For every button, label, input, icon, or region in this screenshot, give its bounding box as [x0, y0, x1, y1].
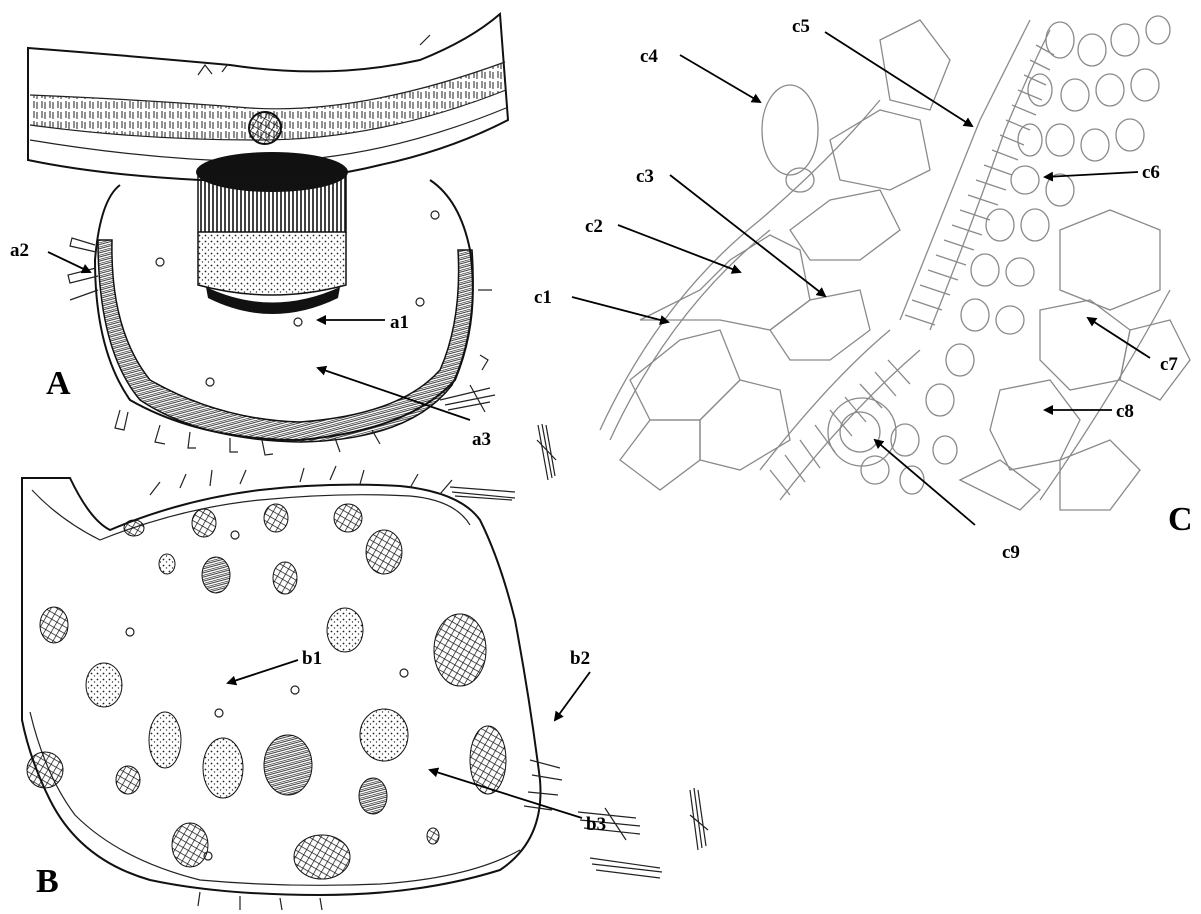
label-a2: a2	[10, 240, 29, 261]
inner-parenchyma	[960, 210, 1190, 510]
label-c9: c9	[1002, 542, 1020, 563]
palisade-cells	[760, 20, 1054, 500]
label-a1: a1	[390, 312, 409, 333]
oil-cell	[416, 298, 424, 306]
oil-cell	[431, 211, 439, 219]
label-c6: c6	[1142, 162, 1160, 183]
label-b2: b2	[570, 648, 590, 669]
panel-label-b: B	[36, 863, 59, 900]
panel-label-a: A	[46, 365, 71, 402]
spongy-cells	[861, 16, 1170, 494]
label-c1: c1	[534, 287, 552, 308]
label-b1: b1	[302, 648, 322, 669]
label-c8: c8	[1116, 401, 1134, 422]
panel-a-drawing	[28, 14, 556, 500]
vessel-ring	[828, 398, 896, 466]
midrib-dark-bundle	[249, 112, 281, 144]
labels: a1 a2 a3 b1 b2 b3 c1 c2 c3 c4 c5 c6 c7 c…	[10, 16, 1193, 900]
oil-cell	[206, 378, 214, 386]
label-c5: c5	[792, 16, 810, 37]
vessel-core	[840, 412, 880, 452]
panel-b-drawing	[22, 466, 708, 910]
label-c7: c7	[1160, 354, 1178, 375]
label-b3: b3	[586, 814, 606, 835]
label-c3: c3	[636, 166, 654, 187]
vascular-bundles-b	[27, 504, 506, 879]
vascular-bundle	[196, 152, 348, 314]
oil-cell	[156, 258, 164, 266]
label-a3: a3	[472, 429, 491, 450]
panel-c-drawing	[600, 16, 1190, 510]
label-c2: c2	[585, 216, 603, 237]
panel-label-c: C	[1168, 501, 1193, 538]
crystal-sketches-a	[440, 385, 556, 500]
oil-cell	[294, 318, 302, 326]
label-c4: c4	[640, 46, 658, 67]
